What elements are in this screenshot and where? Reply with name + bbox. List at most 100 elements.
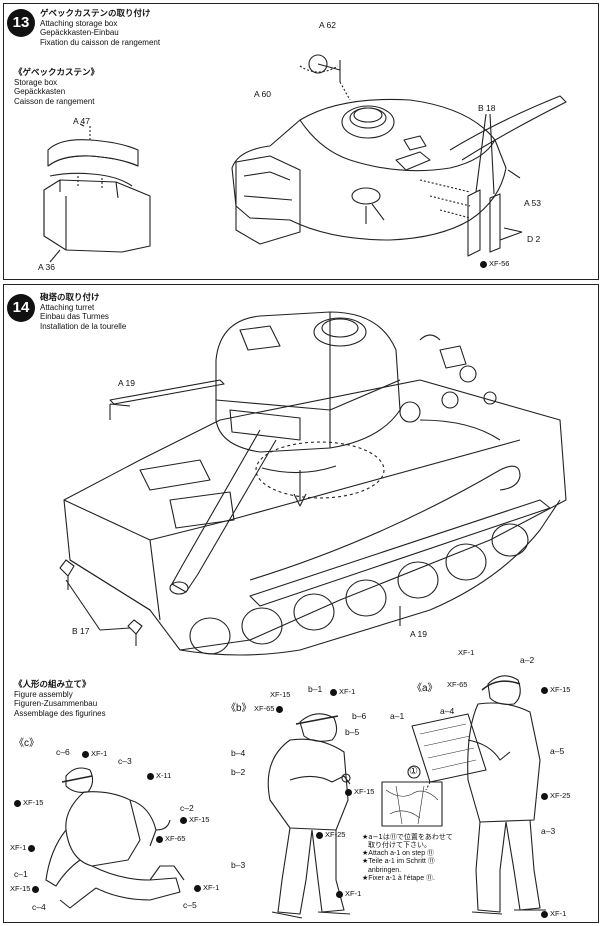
c-paint-xf65: XF-65	[156, 834, 185, 843]
a-paint-xf15: XF-15	[541, 685, 570, 694]
step14-panel	[3, 284, 599, 923]
step14-title-en: Attaching turret	[40, 303, 95, 312]
b-paint-xf1-top: XF-1	[330, 687, 355, 696]
part-c5-label: c–5	[183, 900, 197, 910]
paint-dot-icon	[180, 816, 187, 824]
c-paint-xf15-left: XF-15	[14, 798, 43, 807]
note-de-2: anbringen.	[368, 866, 402, 874]
c-paint-xf1-right: XF-1	[194, 883, 219, 892]
part-a3-label: a–3	[541, 826, 556, 836]
paint-dot-icon	[194, 884, 201, 892]
storage-box-sub-jp: 《ゲベックカステン》	[14, 68, 100, 78]
note-en: ★Attach a-1 on step ⑪	[362, 849, 435, 857]
storage-box-sub-de: Gepäckkasten	[14, 87, 66, 97]
circle-one-marker: ①	[409, 766, 418, 777]
paint-dot-icon	[330, 688, 337, 696]
figure-a-label: 《a》	[412, 683, 438, 694]
part-b18-label: B 18	[478, 103, 496, 113]
b-paint-xf1-bottom: XF-1	[336, 889, 361, 898]
note-de-1: ★Teile a-1 im Schritt ⑪	[362, 858, 435, 866]
paint-dot-icon	[345, 788, 352, 796]
note-jp-2: 取り付けて下さい。	[368, 841, 431, 850]
step13-title-jp: ゲベックカステンの取り付け	[40, 9, 151, 19]
b-paint-xf65: XF-65	[254, 704, 285, 713]
paint-dot-icon	[316, 831, 323, 839]
figure-assembly-title-block: 《人形の組み立て》 Figure assembly Figuren-Zusamm…	[14, 680, 106, 718]
paint-dot-icon	[276, 705, 284, 713]
note-fr: ★Fixer a-1 à l'étape ⑪.	[362, 875, 435, 883]
figure-b-label: 《b》	[226, 703, 252, 714]
b-paint-xf15-top: XF-15	[270, 690, 291, 699]
step14-title-de: Einbau das Turmes	[40, 312, 109, 322]
paint-dot-icon	[336, 890, 343, 898]
part-b17-label: B 17	[72, 626, 90, 636]
step14-title-jp: 砲塔の取り付け	[40, 293, 100, 303]
part-a19-top-label: A 19	[118, 378, 136, 388]
b-paint-xf15-mid: XF-15	[345, 787, 374, 796]
step13-title-en: Attaching storage box	[40, 19, 118, 28]
figure-c-label: 《c》	[14, 738, 39, 749]
part-a2-label: a–2	[520, 655, 535, 665]
part-a5-label: a–5	[550, 746, 565, 756]
step13-number: 13	[7, 9, 35, 37]
c-paint-xf1-top: XF-1	[82, 749, 107, 758]
part-a36-label: A 36	[38, 262, 56, 272]
note-jp-1: ★a−1は⑪で位置をあわせて	[362, 833, 453, 841]
part-c1-label: c–1	[14, 869, 28, 879]
paint-dot-icon	[480, 260, 487, 268]
step13-title-block: ゲベックカステンの取り付け Attaching storage box Gepä…	[40, 9, 160, 47]
part-a4-label: a–4	[440, 706, 455, 716]
paint-dot-icon	[541, 910, 548, 918]
paint-dot-icon	[28, 844, 36, 852]
a-paint-xf65: XF-65	[447, 680, 468, 689]
step13-title-fr: Fixation du caisson de rangement	[40, 37, 161, 47]
storage-box-sub-en: Storage box	[14, 78, 58, 87]
a-paint-xf25: XF-25	[541, 791, 570, 800]
step13-paint-xf56: XF-56	[480, 259, 509, 268]
c-paint-xf15-bottom: XF-15	[10, 884, 41, 893]
storage-box-subtitle-block: 《ゲベックカステン》 Storage box Gepäckkasten Cais…	[14, 68, 99, 106]
figures-title-de: Figuren-Zusammenbau	[14, 699, 98, 709]
step13-panel	[3, 3, 599, 280]
part-b6-label: b–6	[352, 711, 367, 721]
step14-number: 14	[7, 294, 35, 322]
paint-dot-icon	[32, 885, 40, 893]
paint-dot-icon	[147, 772, 154, 780]
part-a47-label: A 47	[73, 116, 91, 126]
part-c3-label: c–3	[118, 756, 132, 766]
part-a62-label: A 62	[319, 20, 337, 30]
paint-dot-icon	[14, 799, 21, 807]
part-b2-label: b–2	[231, 767, 246, 777]
storage-box-sub-fr: Caisson de rangement	[14, 96, 95, 106]
part-a19-bottom-label: A 19	[410, 629, 428, 639]
part-a1-label: a–1	[390, 711, 405, 721]
part-c2-label: c–2	[180, 803, 194, 813]
paint-dot-icon	[82, 750, 89, 758]
a-paint-xf1-bottom: XF-1	[541, 909, 566, 918]
a-paint-xf1-top: XF-1	[458, 648, 475, 657]
figures-title-en: Figure assembly	[14, 690, 73, 699]
paint-dot-icon	[156, 835, 163, 843]
step14-title-fr: Installation de la tourelle	[40, 321, 127, 331]
step13-title-de: Gepäckkasten-Einbau	[40, 28, 119, 38]
c-paint-xf15-right: XF-15	[180, 815, 209, 824]
part-b3-label: b–3	[231, 860, 246, 870]
c-paint-x11: X-11	[147, 771, 171, 780]
part-b4-label: b–4	[231, 748, 246, 758]
part-c6-label: c–6	[56, 747, 70, 757]
part-b5-label: b–5	[345, 727, 360, 737]
part-a53-label: A 53	[524, 198, 542, 208]
figure-a-notes: ★a−1は⑪で位置をあわせて 取り付けて下さい。 ★Attach a-1 on …	[362, 833, 453, 883]
paint-dot-icon	[541, 792, 548, 800]
part-d2-label: D 2	[527, 234, 541, 244]
part-c4-label: c–4	[32, 902, 46, 912]
part-a60-label: A 60	[254, 89, 272, 99]
c-paint-xf1-left: XF-1	[10, 843, 37, 852]
paint-dot-icon	[541, 686, 548, 694]
figures-title-fr: Assemblage des figurines	[14, 708, 106, 718]
part-b1-label: b–1	[308, 684, 323, 694]
b-paint-xf25: XF-25	[316, 830, 345, 839]
step14-title-block: 砲塔の取り付け Attaching turret Einbau das Turm…	[40, 293, 126, 331]
figures-title-jp: 《人形の組み立て》	[14, 680, 91, 690]
